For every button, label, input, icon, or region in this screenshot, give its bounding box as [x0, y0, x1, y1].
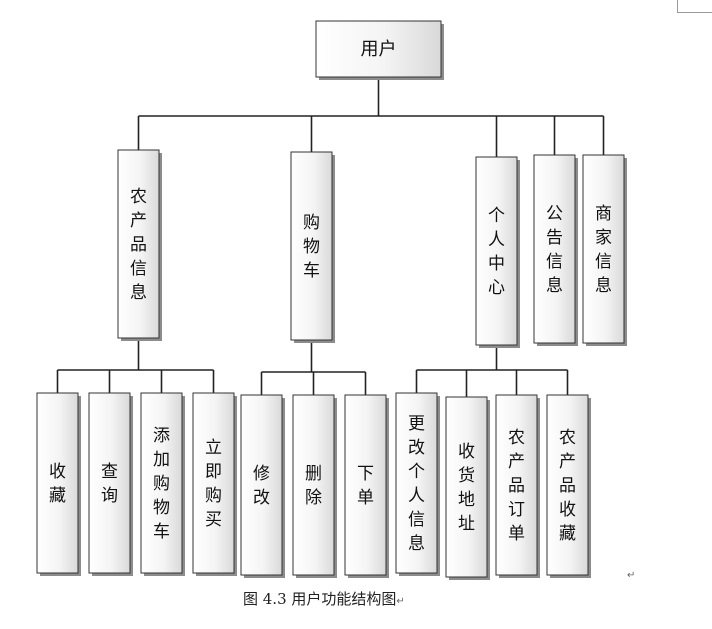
- module-node-4: 商家信息: [582, 154, 627, 346]
- function-node-0-2-label: 添加购物车: [153, 426, 170, 542]
- root-node-user-label: 用户: [361, 39, 397, 60]
- box-frame: [475, 156, 518, 346]
- box-frame: [344, 394, 387, 576]
- function-node-2-0-label: 更改个人信息: [408, 414, 425, 554]
- function-node-2-2-label: 农产品订单: [508, 428, 525, 544]
- box-frame: [240, 394, 283, 576]
- function-node-2-1-label: 收货地址: [458, 442, 475, 534]
- module-node-2: 个人中心: [475, 156, 520, 348]
- caption-text: 图 4.3 用户功能结构图: [243, 590, 397, 608]
- box-frame: [88, 392, 131, 574]
- function-node-1-1-label: 删除: [305, 464, 322, 508]
- function-node-0-0: 收藏: [36, 392, 81, 576]
- function-node-2-3: 农产品收藏: [546, 394, 591, 578]
- box-frame: [582, 154, 625, 344]
- box-frame: [315, 20, 442, 78]
- figure-caption: 图 4.3 用户功能结构图↵: [243, 588, 405, 609]
- module-node-0-label: 农产品信息: [130, 187, 147, 303]
- box-frame: [292, 394, 335, 576]
- function-node-2-3-label: 农产品收藏: [559, 428, 576, 544]
- box-frame: [290, 151, 333, 341]
- function-node-0-2: 添加购物车: [140, 392, 185, 576]
- module-node-2-label: 个人中心: [488, 206, 505, 298]
- function-node-0-0-label: 收藏: [49, 462, 66, 506]
- box-frame: [36, 392, 79, 574]
- paragraph-mark-end: ↵: [627, 570, 636, 581]
- box-frame: [546, 394, 589, 576]
- module-node-3-label: 公告信息: [546, 204, 563, 296]
- box-frame: [533, 154, 576, 344]
- paragraph-mark: ↵: [396, 596, 405, 607]
- connector-lines: [56, 77, 605, 397]
- box-frame: [192, 392, 235, 574]
- module-node-4-label: 商家信息: [595, 204, 612, 296]
- page-corner-mark: [677, 0, 712, 13]
- function-node-1-2-label: 下单: [357, 464, 374, 508]
- function-node-1-0-label: 修改: [253, 464, 270, 508]
- box-frame: [140, 392, 183, 574]
- box-frame: [445, 396, 488, 578]
- function-node-0-3-label: 立即购买: [205, 438, 222, 530]
- function-node-1-0: 修改: [240, 394, 285, 578]
- module-node-3: 公告信息: [533, 154, 578, 346]
- function-node-0-1-label: 查询: [101, 462, 118, 506]
- box-frame: [117, 149, 160, 339]
- function-node-2-0: 更改个人信息: [395, 392, 440, 576]
- function-node-0-1: 查询: [88, 392, 133, 576]
- module-node-1: 购物车: [290, 151, 335, 343]
- function-node-1-2: 下单: [344, 394, 389, 578]
- function-node-1-1: 删除: [292, 394, 337, 578]
- function-node-2-2: 农产品订单: [495, 394, 540, 578]
- box-frame: [395, 392, 438, 574]
- module-node-0: 农产品信息: [117, 149, 162, 341]
- function-node-2-1: 收货地址: [445, 396, 490, 580]
- root-node-user: 用户: [315, 20, 444, 80]
- module-node-1-label: 购物车: [303, 213, 320, 281]
- function-node-0-3: 立即购买: [192, 392, 237, 576]
- box-frame: [495, 394, 538, 576]
